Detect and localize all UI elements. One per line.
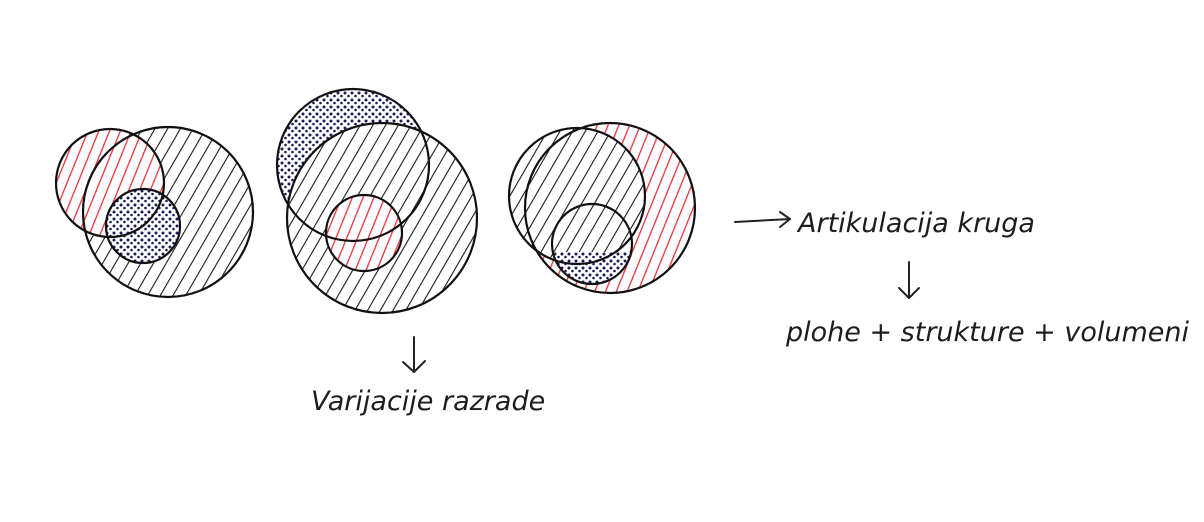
arrow-down-icon-variations xyxy=(403,337,425,372)
diagram-composition-3 xyxy=(509,123,695,293)
annotation-articulation: Artikulacija kruga xyxy=(796,208,1035,239)
diagram-composition-2 xyxy=(277,89,477,313)
annotation-variations: Varijacije razrade xyxy=(311,386,545,417)
arrow-right-icon xyxy=(735,212,790,227)
annotation-elements: plohe + strukture + volumeni xyxy=(785,317,1190,348)
diagram-composition-1 xyxy=(56,127,253,297)
arrow-down-icon xyxy=(899,262,919,298)
